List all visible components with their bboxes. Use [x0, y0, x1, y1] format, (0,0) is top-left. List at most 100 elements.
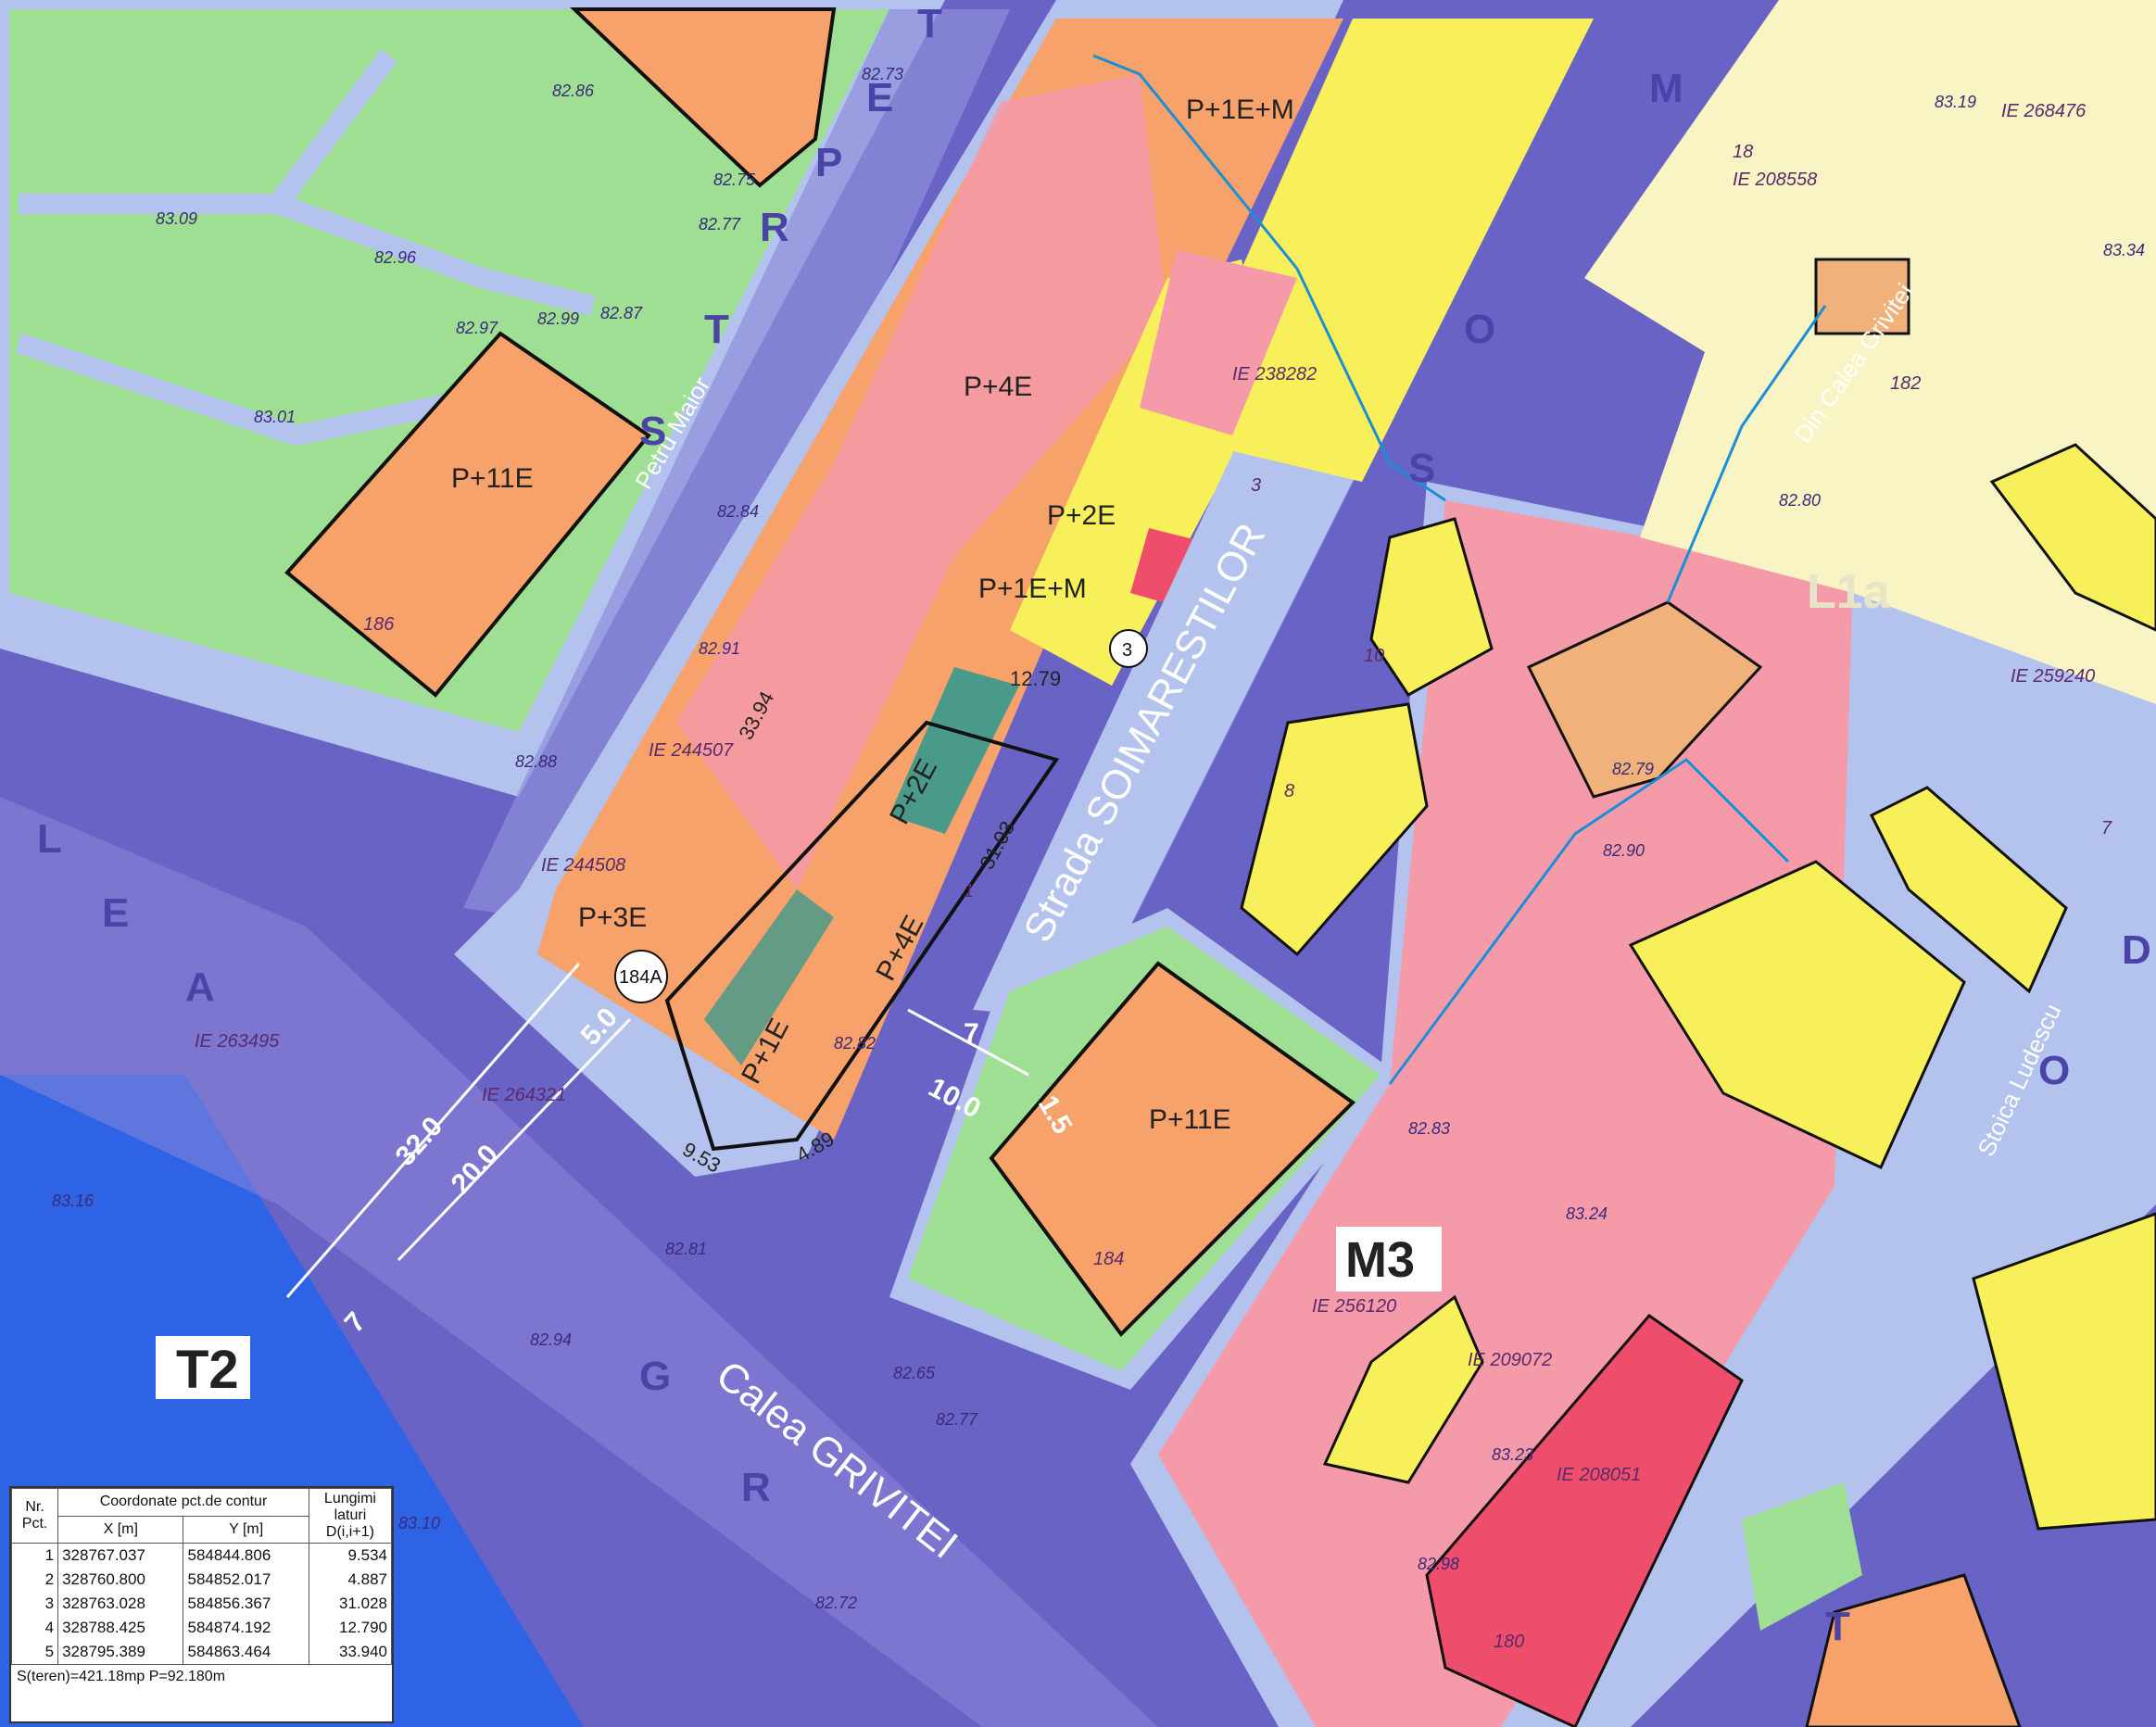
street-letter: M	[1649, 66, 1683, 111]
elevation-label: 82.88	[515, 752, 557, 771]
cell-y: 584856.367	[183, 1592, 309, 1616]
ie-208558: IE 208558	[1733, 170, 1817, 190]
cell-x: 328763.028	[57, 1592, 184, 1616]
cell-nr: 1	[10, 1543, 59, 1568]
parcel-l1a-orange	[1814, 258, 1910, 335]
cell-nr: 4	[10, 1616, 59, 1640]
street-letter: R	[760, 205, 789, 250]
coordinate-grid: Nr. Pct. Coordonate pct.de contur Lungim…	[10, 1488, 393, 1664]
table-row: 4 328788.425 584874.192 12.790	[10, 1616, 393, 1640]
cell-y: 584863.464	[183, 1640, 309, 1664]
parcel-18: 18	[1733, 142, 1753, 162]
elevation-label: 82.79	[1612, 760, 1654, 778]
elevation-label: 82.77	[699, 215, 741, 233]
header-pct-text: Pct.	[21, 1516, 48, 1532]
ie-244507: IE 244507	[649, 740, 734, 761]
parcel-teal	[889, 667, 1019, 834]
cell-y: 584874.192	[183, 1616, 309, 1640]
parcel-7: 7	[2101, 818, 2112, 838]
parcel-m3-yellow-2	[1369, 517, 1494, 697]
ie-209072: IE 209072	[1468, 1350, 1552, 1370]
height-label-5: P+1E+M	[978, 574, 1087, 604]
zone-l1a	[1584, 0, 2156, 704]
ie-264321: IE 264321	[482, 1085, 566, 1105]
cell-x: 328760.800	[57, 1568, 184, 1592]
street-letter: O	[1464, 307, 1495, 352]
cell-x: 328795.389	[57, 1640, 184, 1664]
dim-line-20	[397, 1017, 632, 1262]
elevation-label: 82.72	[815, 1594, 857, 1612]
street-letter: L	[37, 816, 62, 862]
dim-line-7	[907, 1008, 1029, 1077]
street-letter: E	[102, 890, 129, 936]
header-length: Lungimi laturi D(i,i+1)	[308, 1488, 393, 1544]
parcel-m3-orange	[1526, 600, 1763, 799]
dim-7b: 7	[964, 1018, 979, 1049]
parcel-3: 3	[1251, 475, 1261, 496]
zone-t2-label: T2	[176, 1340, 239, 1400]
marker-3	[1109, 629, 1148, 668]
header-nr: Nr. Pct.	[10, 1488, 59, 1544]
marker-184a-label: 184A	[619, 967, 662, 988]
street-letter: R	[741, 1465, 771, 1510]
parcel-strip-yellow	[1167, 19, 1594, 482]
elevation-label: 82.80	[1779, 491, 1821, 510]
parcel-10: 10	[1364, 646, 1384, 666]
parcel-teal-2	[704, 889, 834, 1065]
ie-244508: IE 244508	[541, 855, 625, 876]
elevation-label: 82.90	[1603, 841, 1645, 860]
elevation-label: 82.99	[537, 309, 579, 328]
elevation-label: 83.24	[1566, 1204, 1608, 1223]
height-label-6: P+3E	[578, 902, 647, 933]
cell-d: 33.940	[308, 1640, 393, 1664]
parcel-east-yellow	[1628, 860, 1966, 1170]
ie-238282: IE 238282	[1232, 364, 1317, 384]
ie-259240: IE 259240	[2011, 666, 2095, 687]
street-letter: S	[639, 409, 666, 454]
table-row: 2 328760.800 584852.017 4.887	[10, 1568, 393, 1592]
coordinate-table: Nr. Pct. Coordonate pct.de contur Lungim…	[9, 1486, 394, 1723]
street-letter: T	[704, 307, 729, 352]
zone-m3-box	[1336, 1227, 1442, 1292]
building-top-orange	[569, 7, 837, 188]
street-letter: E	[866, 75, 893, 120]
header-y: Y [m]	[183, 1515, 309, 1544]
cell-nr: 2	[10, 1568, 59, 1592]
header-len-1: Lungimi	[323, 1491, 376, 1506]
dim-line-32	[285, 963, 581, 1298]
elevation-label: 82.82	[834, 1034, 876, 1053]
street-letters: S T R P E T E A L G R M O S T O D	[37, 1, 2151, 1649]
elevation-label: 83.01	[254, 408, 296, 426]
table-summary: S(teren)=421.18mp P=92.180m	[11, 1664, 392, 1689]
elevation-points: 82.86 82.73 82.75 82.77 83.09 82.96 82.9…	[52, 65, 2145, 1612]
elevation-label: 82.84	[717, 502, 759, 521]
parcel-se-green	[1742, 1482, 1862, 1631]
parcel-strip-pink	[1140, 250, 1297, 435]
cell-y: 584852.017	[183, 1568, 309, 1592]
elevation-label: 82.98	[1418, 1555, 1459, 1573]
parcel-central-pink	[834, 74, 1167, 556]
parcel-east-yellow-2	[1869, 786, 2068, 994]
table-row: 5 328795.389 584863.464 33.940	[10, 1640, 393, 1664]
header-len-2: laturi	[334, 1507, 367, 1523]
header-len-3: D(i,i+1)	[325, 1524, 374, 1540]
street-letter: A	[185, 964, 215, 1010]
elevation-label: 82.91	[699, 639, 740, 658]
zone-t2-box	[156, 1336, 250, 1399]
ie-263495: IE 263495	[195, 1031, 280, 1052]
building-p11e-south	[989, 961, 1356, 1338]
elevation-label: 83.16	[52, 1191, 95, 1210]
cell-y: 584844.806	[183, 1543, 309, 1568]
elevation-label: 82.83	[1408, 1119, 1450, 1138]
ie-256120: IE 256120	[1312, 1296, 1396, 1317]
header-nr-text: Nr.	[25, 1499, 44, 1515]
elevation-label: 83.23	[1492, 1445, 1533, 1464]
height-label-2: P+4E	[964, 372, 1032, 402]
green-park	[9, 9, 889, 732]
parcel-central-pink-2	[676, 463, 954, 889]
parcel-lines-blue	[1092, 54, 1446, 502]
street-letter: P	[815, 140, 842, 185]
cell-d: 9.534	[308, 1543, 393, 1568]
elevation-label: 82.73	[862, 65, 903, 83]
elevation-label: 82.77	[936, 1410, 978, 1429]
